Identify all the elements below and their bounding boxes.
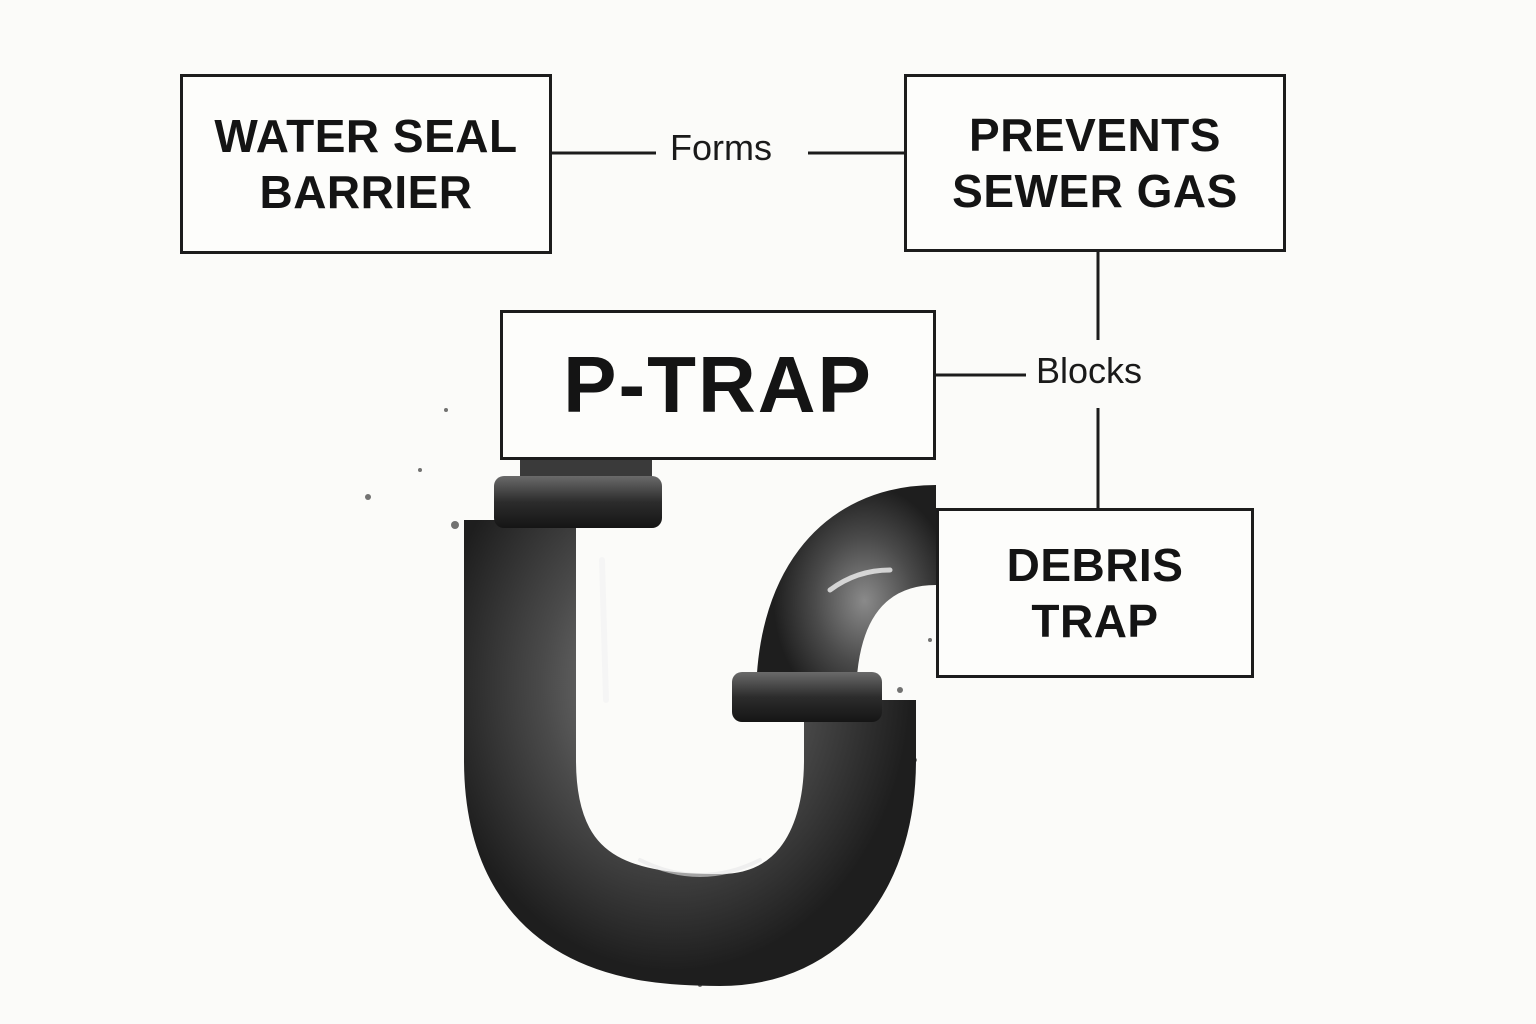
node-sewer-gas-line1: PREVENTS <box>969 109 1221 161</box>
node-debris-trap: DEBRIS TRAP <box>936 508 1254 678</box>
node-p-trap-label: P-TRAP <box>563 340 873 429</box>
node-sewer-gas-line2: SEWER GAS <box>952 165 1238 217</box>
node-water-seal-line1: WATER SEAL <box>214 110 518 162</box>
node-prevents-sewer-gas: PREVENTS SEWER GAS <box>904 74 1286 252</box>
edge-label-forms: Forms <box>666 127 776 169</box>
node-debris-line2: TRAP <box>1031 595 1159 647</box>
node-p-trap: P-TRAP <box>500 310 936 460</box>
node-water-seal-barrier: WATER SEAL BARRIER <box>180 74 552 254</box>
edge-label-blocks: Blocks <box>1032 350 1147 392</box>
node-debris-line1: DEBRIS <box>1006 539 1184 591</box>
node-water-seal-line2: BARRIER <box>259 166 473 218</box>
